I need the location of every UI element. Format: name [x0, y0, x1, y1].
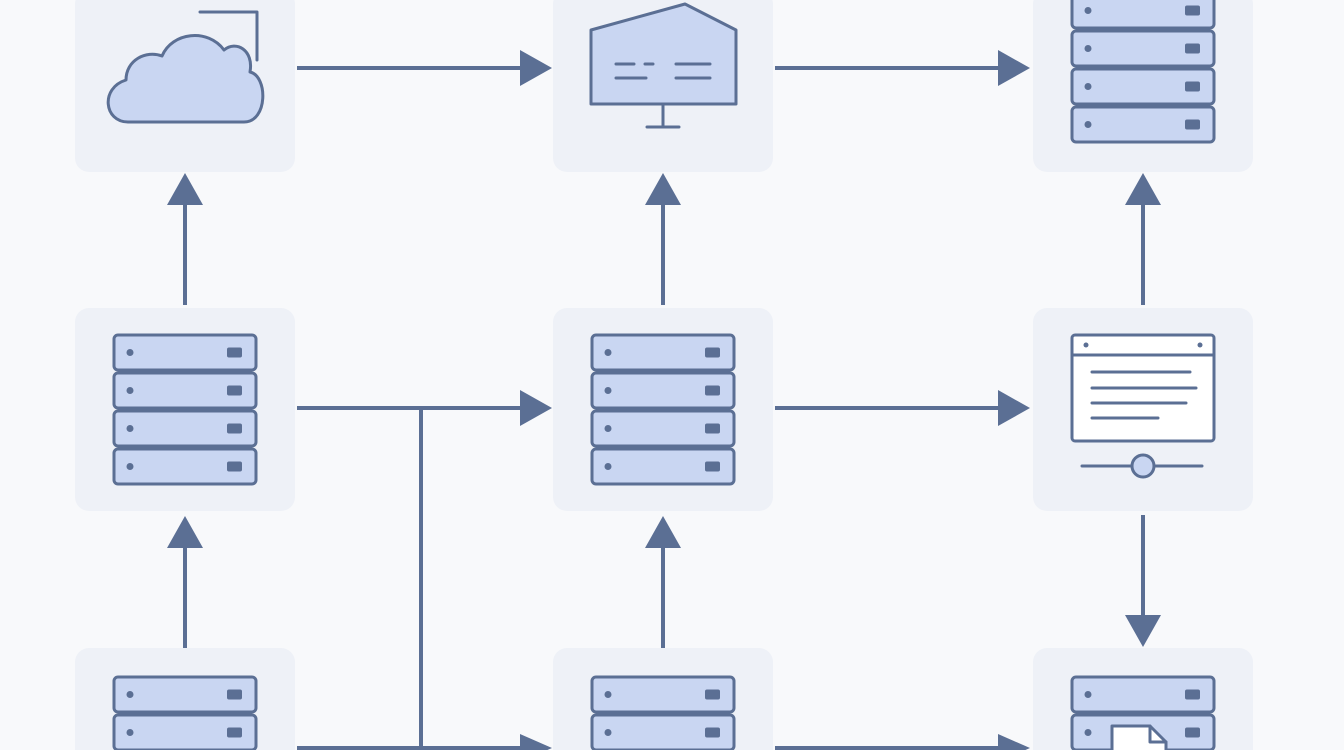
monitor-icon	[589, 2, 738, 129]
arrowhead-up	[1125, 173, 1161, 205]
arrowhead-right	[998, 50, 1030, 86]
arrowhead-down	[1125, 615, 1161, 647]
server-icon	[590, 333, 736, 486]
arrowhead-right	[998, 390, 1030, 426]
window-slider-icon	[1070, 333, 1216, 479]
arrowhead-right	[520, 50, 552, 86]
server-icon	[112, 333, 258, 486]
arrowhead-up	[645, 516, 681, 548]
arrowhead-right	[520, 390, 552, 426]
server-icon	[1070, 0, 1216, 144]
server-file-icon	[1070, 675, 1216, 750]
arrowhead-right	[520, 734, 552, 750]
connectors	[167, 50, 1161, 750]
cloud-icon	[106, 10, 265, 124]
server-icon	[112, 675, 258, 750]
arrowhead-up	[167, 173, 203, 205]
server-icon	[590, 675, 736, 750]
arrowhead-up	[645, 173, 681, 205]
arrowhead-up	[167, 516, 203, 548]
arrowhead-right	[998, 734, 1030, 750]
